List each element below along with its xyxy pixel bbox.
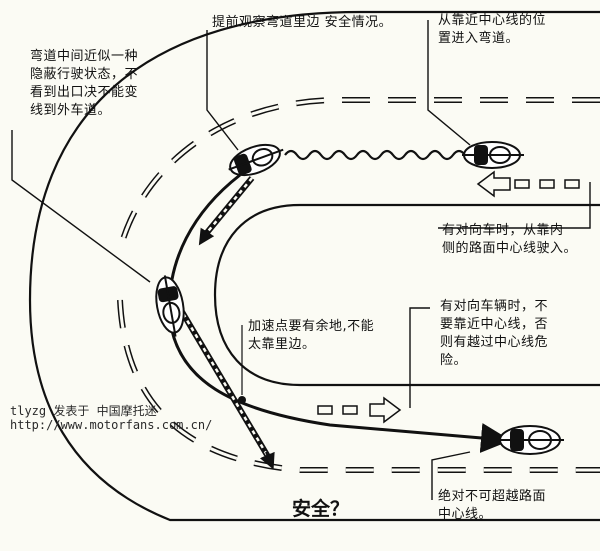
safe-question: 安全？: [292, 498, 350, 520]
leader-curve-middle: [11, 130, 151, 283]
upper-lane-dashes: [476, 170, 580, 198]
note-curve-middle: 弯道中间近似一种 隐蔽行驶状态，不 看到出口决不能变 线到外车道。: [30, 49, 139, 118]
note-enter-near-center: 从靠近中心线的位 置进入弯道。: [438, 13, 547, 46]
leader-oncoming-avoid: [409, 307, 430, 408]
note-accel-point: 加速点要有余地,不能 太靠里边。: [248, 319, 375, 352]
motorcycle-entry: [228, 143, 284, 177]
motorcycle-exit: [498, 425, 564, 455]
sightline-upper: [202, 176, 255, 237]
lower-lane-arrow: [369, 396, 402, 424]
road-inner-edge: [213, 203, 600, 387]
note-observe-inside: 提前观察弯道里边 安全情况。: [212, 15, 393, 30]
watermark-line1: tlyzg 发表于 中国摩托迷: [10, 404, 157, 418]
acceleration-point: [238, 396, 246, 404]
note-no-cross: 绝对不可超越路面 中心线。: [438, 489, 547, 522]
lower-lane-dashes: [317, 396, 402, 424]
leader-observe-inside: [206, 30, 239, 151]
leader-oncoming-inside: [438, 182, 591, 229]
watermark-line2: http://www.motorfans.com.cn/: [10, 418, 213, 432]
approach-wavy-line: [284, 149, 466, 161]
leader-no-cross: [431, 451, 471, 500]
motorcycle-apex: [155, 275, 185, 337]
motorcycle-approach: [462, 141, 524, 169]
note-oncoming-avoid: 有对向车辆时，不 要靠近中心线，否 则有越过中心线危 险。: [440, 299, 549, 368]
center-line-upper-inner: [118, 98, 600, 251]
upper-lane-arrow: [476, 170, 511, 198]
note-oncoming-inside: 有对向车时，从靠内 侧的路面中心线驶入。: [442, 223, 578, 256]
road-outer-edge: [28, 10, 600, 522]
leader-enter-near-center: [427, 20, 471, 146]
